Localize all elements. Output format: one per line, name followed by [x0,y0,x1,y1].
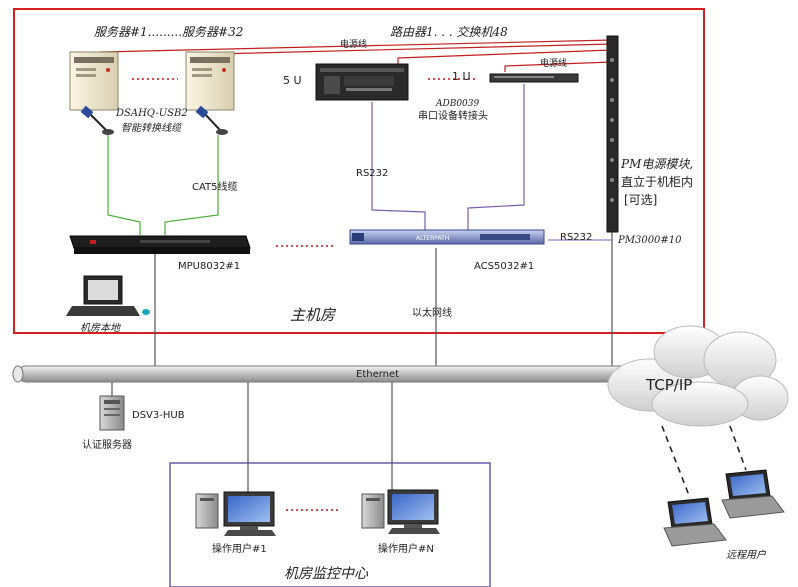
local-terminal [66,275,150,316]
rs232-label-1: RS232 [356,168,388,179]
tcpip-cloud [607,325,789,427]
rs232-label-2: RS232 [560,232,592,243]
pm-label-line2: 直立于机柜内 [621,174,693,189]
routers-label: 路由器1. . . 交换机48 [390,25,508,39]
auth-server-label: 认证服务器 [82,438,132,451]
pm-model-label: PM3000#10 [617,235,682,246]
remote-laptop-2 [721,469,785,519]
local-label: 机房本地 [80,322,121,334]
power-line-label-1: 电源线 [340,38,367,50]
acs-console-server: ALTERPATH [349,229,545,245]
acs-label: ACS5032#1 [474,261,534,272]
serial-model-label: ADB0039 [435,99,480,109]
one-u-label: 1 U [452,70,471,83]
acs-face-text: ALTERPATH [416,235,449,242]
monitor-center-label: 机房监控中心 [284,566,369,582]
tcpip-label: TCP/IP [645,376,692,394]
pm-power-strip [606,35,619,233]
servers-label: 服务器#1.........服务器#32 [94,25,243,39]
adapter-dongle-1 [80,105,114,135]
main-room-label: 主机房 [290,306,337,324]
server-32 [185,51,235,111]
remote-laptop-1 [663,497,727,547]
purple-cables [371,84,525,230]
pm-label-line3: [可选] [624,193,657,207]
remote-user-label: 远程用户 [726,549,767,561]
power-line-label-2: 电源线 [540,57,567,69]
adapter-dongle-32 [195,105,228,135]
remote-links [661,425,747,499]
auth-server-model: DSV3-HUB [132,410,185,421]
serial-desc-label: 串口设备转接头 [418,109,488,122]
pm-label-line1: PM电源模块, [620,157,693,171]
adapter-desc-label: 智能转换线缆 [121,122,183,134]
cat5-label: CAT5线缆 [192,180,238,193]
five-u-label: 5 U [283,74,302,87]
monitor-center-border [169,462,491,587]
user-n-label: 操作用户#N [378,542,434,555]
switch-1u [489,73,579,83]
user-1-label: 操作用户#1 [212,542,267,555]
ethernet-label: Ethernet [356,369,399,380]
mpu-switch [69,235,251,254]
ethernet-bus [12,365,631,383]
operator-pc-n [361,489,440,534]
ethernet-cable-label: 以太网线 [412,306,452,319]
auth-server [99,395,125,431]
operator-pc-1 [195,491,276,536]
mpu-label: MPU8032#1 [178,261,240,272]
adapter-model-label: DSAHQ-USB2 [115,108,188,119]
dotted-separators [132,78,478,511]
green-cables [107,135,219,235]
server-1 [69,51,119,111]
main-room-border [13,8,705,334]
network-lines [111,225,613,494]
router-5u [315,63,409,101]
